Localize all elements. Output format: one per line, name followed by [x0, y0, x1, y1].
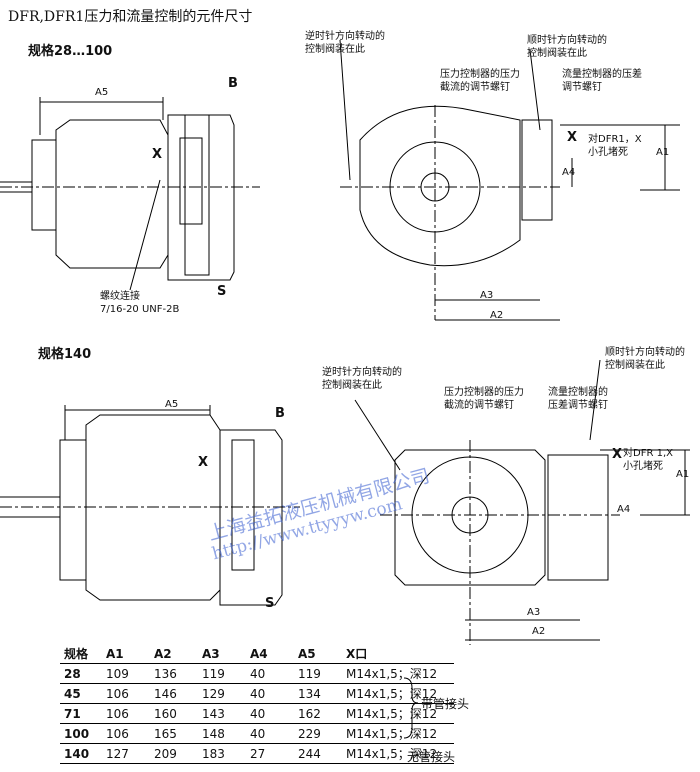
callout-pressure-2: 压力控制器的压力 截流的调节螺钉 [444, 387, 524, 411]
table-header-row: 规格 A1 A2 A3 A4 A5 X口 [60, 644, 454, 664]
cell-a4: 27 [246, 743, 294, 764]
cell-a1: 127 [102, 743, 150, 764]
cell-x: M14x1,5；深12 [342, 743, 454, 764]
pump-front-view-1 [339, 39, 680, 321]
callout-ccw-2: 逆时针方向转动的 控制阀装在此 [322, 367, 402, 391]
cell-a1: 106 [102, 703, 150, 724]
page-title: DFR,DFR1压力和流量控制的元件尺寸 [8, 9, 253, 25]
port-s-2: S [265, 596, 275, 611]
dim-a4-1: A4 [562, 167, 576, 178]
table-row: 100 106 165 148 40 229 M14x1,5；深12 [60, 723, 454, 744]
cell-size: 28 [60, 663, 102, 684]
cell-a5: 162 [294, 703, 342, 724]
port-s-1: S [217, 284, 227, 299]
table-header: A3 [198, 644, 246, 664]
cell-a3: 143 [198, 703, 246, 724]
callout-pressure-1: 压力控制器的压力 截流的调节螺钉 [440, 69, 520, 93]
dim-a1-1: A1 [656, 147, 670, 158]
port-x-front-1: X [567, 130, 578, 145]
cell-size: 45 [60, 683, 102, 704]
group-note-nopipe: 无管接头 [407, 750, 456, 764]
cell-a5: 244 [294, 743, 342, 764]
cell-a5: 134 [294, 683, 342, 704]
port-b-1: B [228, 76, 238, 91]
callout-dfr-x-1: 对DFR1，X 小孔堵死 [588, 134, 642, 158]
callout-cw-1: 顺时针方向转动的 控制阀装在此 [527, 35, 607, 59]
cell-a3: 183 [198, 743, 246, 764]
dimension-table: 规格 A1 A2 A3 A4 A5 X口 28 109 136 119 40 1… [60, 644, 454, 764]
table-row: 140 127 209 183 27 244 M14x1,5；深12 [60, 743, 454, 764]
dim-a3-2: A3 [527, 607, 541, 618]
cell-x: M14x1,5；深12 [342, 723, 454, 744]
section-label-140: 规格140 [38, 347, 92, 362]
dim-a1-2: A1 [676, 469, 690, 480]
cell-a2: 136 [150, 663, 198, 684]
cell-size: 140 [60, 743, 102, 764]
dim-a2-1: A2 [490, 310, 504, 321]
table-header: X口 [342, 644, 454, 664]
port-x-front-2: X [612, 447, 623, 462]
cell-a2: 209 [150, 743, 198, 764]
port-x-2: X [198, 455, 209, 470]
cell-x: M14x1,5；深12 [342, 663, 454, 684]
cell-a3: 129 [198, 683, 246, 704]
cell-x: M14x1,5；深12 [342, 703, 454, 724]
cell-a4: 40 [246, 683, 294, 704]
cell-size: 71 [60, 703, 102, 724]
group-note-pipe: 带管接头 [421, 697, 470, 711]
dim-a4-2: A4 [617, 504, 631, 515]
dim-a5-2: A5 [165, 399, 179, 410]
table-header: A1 [102, 644, 150, 664]
table-row: 45 106 146 129 40 134 M14x1,5；深12 [60, 683, 454, 704]
table-header: A2 [150, 644, 198, 664]
port-x-1: X [152, 147, 163, 162]
cell-a1: 106 [102, 723, 150, 744]
dim-a2-2: A2 [532, 626, 546, 637]
cell-a1: 106 [102, 683, 150, 704]
callout-dfr-x-2: 对DFR 1,X 小孔堵死 [623, 448, 673, 472]
cell-a4: 40 [246, 703, 294, 724]
dim-a5-1: A5 [95, 87, 109, 98]
pump-front-view-2 [354, 359, 690, 645]
table-row: 71 106 160 143 40 162 M14x1,5；深12 [60, 703, 454, 724]
cell-a5: 229 [294, 723, 342, 744]
table-header: 规格 [60, 644, 102, 664]
pump-side-view-2 [0, 405, 300, 606]
callout-cw-2: 顺时针方向转动的 控制阀装在此 [605, 347, 685, 371]
callout-flow-1: 流量控制器的压差 调节螺钉 [562, 69, 642, 93]
cell-a2: 146 [150, 683, 198, 704]
pump-side-view-1 [0, 97, 260, 291]
cell-a3: 148 [198, 723, 246, 744]
callout-thread-1: 螺纹连接 7/16-20 UNF-2B [100, 291, 180, 315]
table-header: A5 [294, 644, 342, 664]
cell-a4: 40 [246, 723, 294, 744]
cell-a2: 165 [150, 723, 198, 744]
dim-a3-1: A3 [480, 290, 494, 301]
callout-ccw-1: 逆时针方向转动的 控制阀装在此 [305, 31, 385, 55]
cell-a3: 119 [198, 663, 246, 684]
callout-flow-2: 流量控制器的 压差调节螺钉 [548, 387, 608, 411]
table-row: 28 109 136 119 40 119 M14x1,5；深12 [60, 663, 454, 684]
cell-a2: 160 [150, 703, 198, 724]
section-label-28-100: 规格28…100 [28, 44, 113, 59]
cell-a5: 119 [294, 663, 342, 684]
port-b-2: B [275, 406, 285, 421]
cell-a4: 40 [246, 663, 294, 684]
cell-a1: 109 [102, 663, 150, 684]
table-header: A4 [246, 644, 294, 664]
cell-size: 100 [60, 723, 102, 744]
